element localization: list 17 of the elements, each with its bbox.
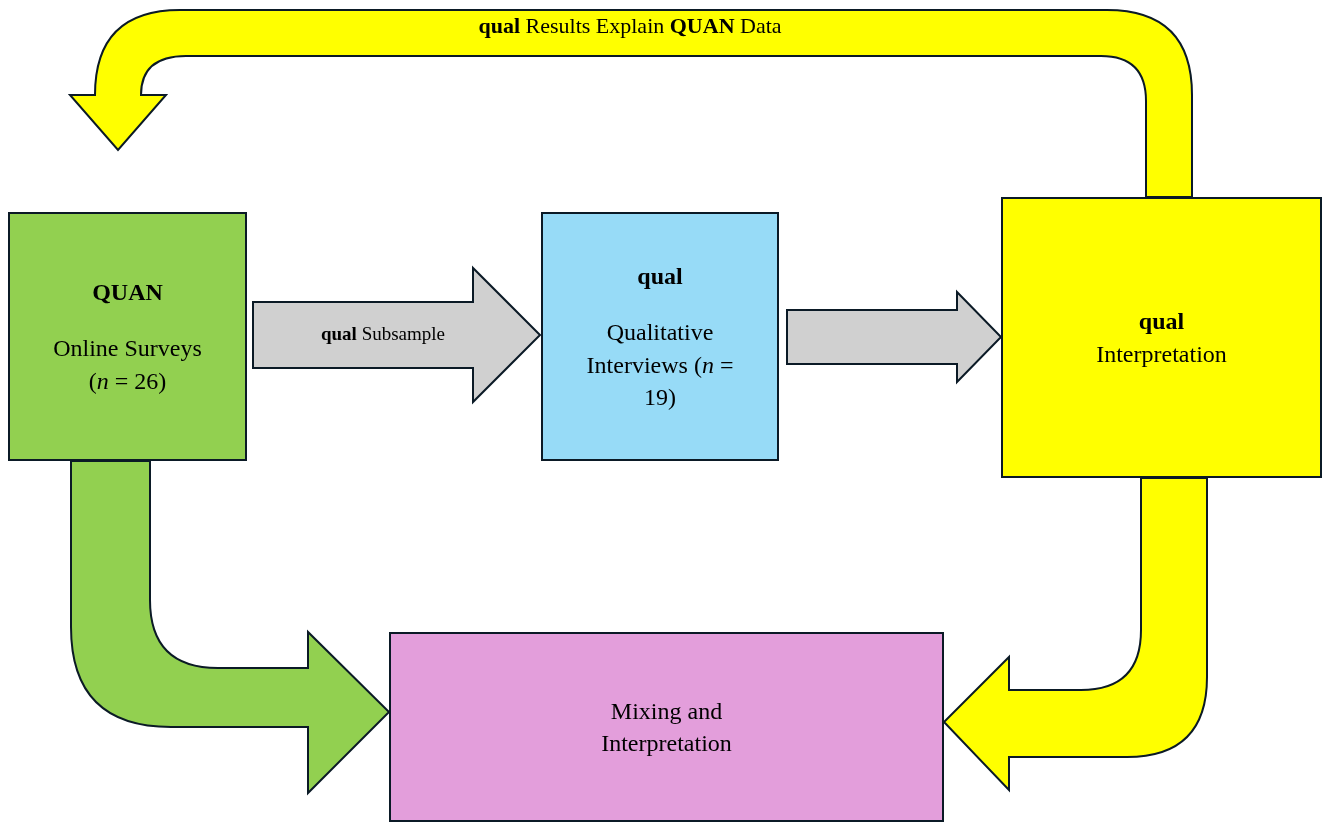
process-box bbox=[541, 212, 779, 461]
box-text: Online Surveys (n = 26) bbox=[52, 334, 203, 396]
block-arrow bbox=[786, 289, 1003, 385]
box-heading: QUAN bbox=[92, 277, 163, 307]
box-text: Mixing and Interpretation bbox=[600, 696, 733, 758]
process-box bbox=[389, 632, 944, 822]
edge-label: qual Subsample bbox=[319, 322, 447, 346]
block-arrow bbox=[943, 477, 1208, 791]
block-arrow bbox=[252, 265, 542, 405]
box-text: Qualitative Interviews (n = 19) bbox=[585, 318, 735, 412]
edge-label: qual Results Explain QUAN Data bbox=[477, 12, 783, 40]
process-box bbox=[8, 212, 247, 461]
block-arrow bbox=[70, 460, 390, 794]
box-text: qual Interpretation bbox=[1095, 307, 1228, 369]
box-heading: qual bbox=[637, 261, 683, 291]
process-box bbox=[1001, 197, 1322, 478]
block-arrow bbox=[69, 9, 1193, 198]
